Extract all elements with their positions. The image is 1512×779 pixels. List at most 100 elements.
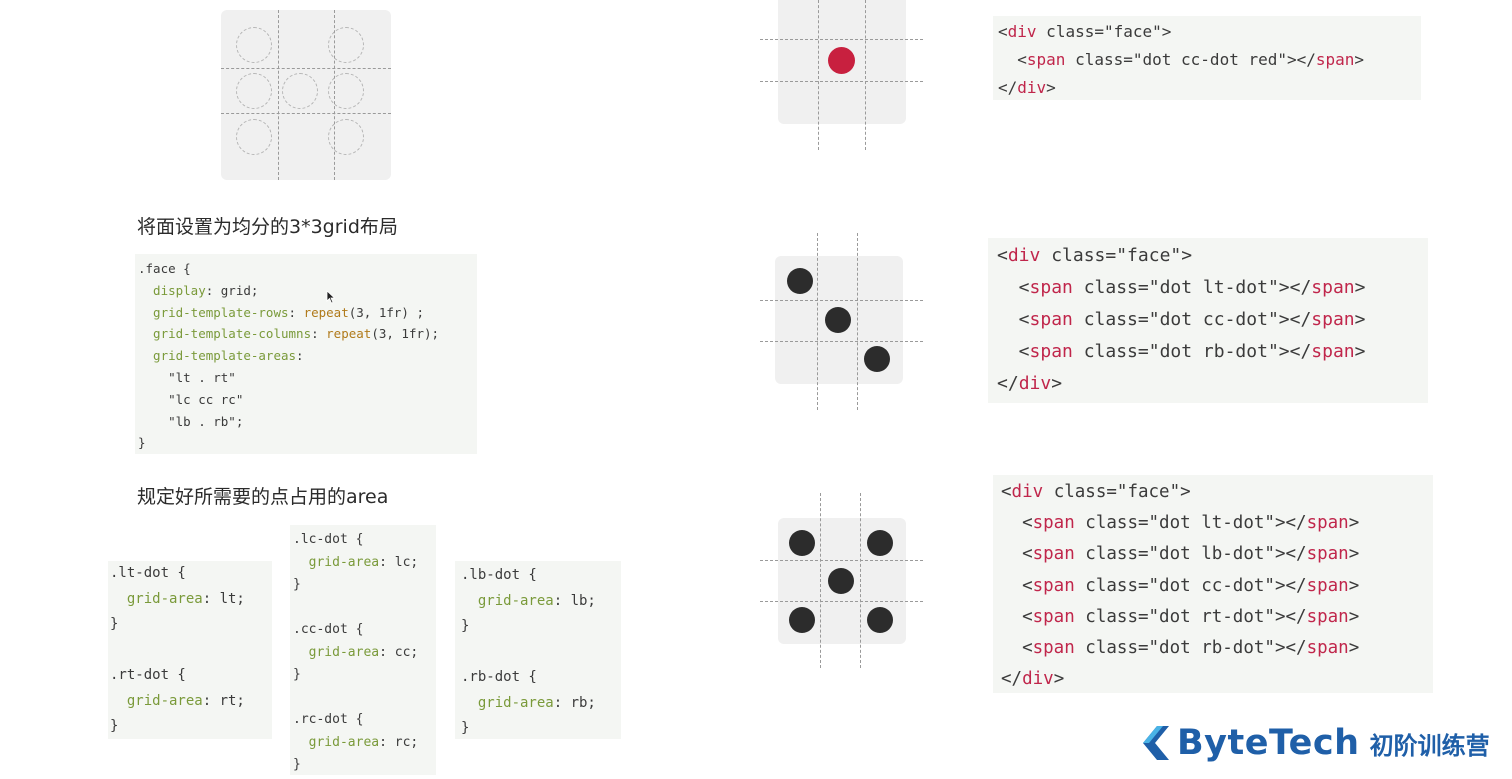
code-line: "lc cc rc" — [138, 389, 477, 411]
grid-guide — [760, 341, 923, 342]
ghost-dot-lc — [236, 73, 272, 109]
ghost-dot-rt — [328, 27, 364, 63]
code-token: span — [1311, 309, 1355, 330]
code-token: span — [1306, 513, 1349, 534]
ghost-dot-lb — [236, 119, 272, 155]
code-token: class="dot rb-dot"></ — [1074, 638, 1307, 659]
grid-guide — [221, 113, 391, 114]
grid-guide — [221, 68, 391, 69]
code-line: grid-area: rb; — [461, 691, 621, 717]
code-token: span — [1306, 638, 1349, 659]
code-token: (3, 1fr); — [371, 326, 440, 342]
code-line: } — [461, 716, 621, 742]
code-token: < — [1001, 575, 1033, 596]
code-token: > — [1051, 373, 1063, 394]
code-token: span — [1306, 544, 1349, 565]
code-token: : cc; — [379, 644, 419, 660]
code-token: span — [1315, 50, 1355, 69]
area-css-block-3: .lb-dot { grid-area: lb;} .rb-dot { grid… — [455, 561, 621, 739]
code-token: </ — [1001, 669, 1023, 690]
code-line: <span class="dot lb-dot"></span> — [1001, 539, 1433, 570]
grid-guide — [865, 0, 866, 150]
code-line: <span class="dot cc-dot"></span> — [1001, 571, 1433, 602]
code-line: .lt-dot { — [110, 561, 272, 587]
code-token: } — [138, 435, 146, 451]
code-line: .rt-dot { — [110, 663, 272, 689]
code-line: } — [293, 664, 436, 687]
code-token: display — [138, 282, 206, 298]
code-line: </div> — [1001, 664, 1433, 695]
code-token: .rt-dot { — [110, 667, 186, 683]
code-line: <span class="dot lt-dot"></span> — [997, 272, 1428, 304]
code-line: grid-area: lt; — [110, 587, 272, 613]
code-token: class="dot cc-dot"></ — [1072, 309, 1312, 330]
code-line: grid-template-rows: repeat(3, 1fr) ; — [138, 302, 477, 324]
dot-lb — [789, 607, 815, 633]
code-token: span — [1032, 544, 1075, 565]
code-token: "lc cc rc" — [138, 391, 244, 407]
grid-guide — [857, 233, 858, 410]
code-token: class="face"> — [1043, 482, 1191, 502]
code-token: span — [1311, 277, 1355, 298]
code-line: "lb . rb"; — [138, 411, 477, 433]
code-token: < — [997, 277, 1030, 298]
bytetech-logo: ByteTech 初阶训练营 — [1143, 721, 1490, 765]
code-token: </ — [998, 78, 1018, 97]
code-line: </div> — [998, 74, 1421, 102]
code-line — [461, 640, 621, 666]
code-token: .rc-dot { — [293, 712, 364, 727]
code-token: grid-template-areas — [138, 348, 297, 364]
code-token: .face { — [138, 261, 191, 276]
ghost-dot-cc — [282, 73, 318, 109]
bytetech-logo-icon — [1143, 726, 1169, 760]
code-token: < — [1001, 544, 1033, 565]
code-token: < — [1001, 638, 1033, 659]
code-token: span — [1032, 513, 1075, 534]
code-token: } — [110, 718, 119, 734]
code-token: span — [1029, 309, 1073, 330]
code-token: span — [1032, 606, 1075, 627]
logo-tagline: 初阶训练营 — [1369, 731, 1490, 760]
area-intro-heading: 规定好所需要的点占用的area — [137, 486, 389, 508]
grid-guide — [817, 233, 818, 410]
dot-rt — [867, 530, 893, 556]
code-token: } — [293, 667, 301, 682]
code-line: } — [293, 754, 436, 777]
code-line: } — [110, 612, 272, 638]
code-token: class="face"> — [1036, 22, 1172, 41]
code-line — [293, 597, 436, 620]
code-token: } — [461, 720, 470, 736]
code-token: div — [1011, 482, 1044, 502]
code-line: </div> — [997, 368, 1428, 400]
code-line — [110, 638, 272, 664]
code-token: < — [998, 22, 1008, 41]
code-token: > — [1354, 341, 1366, 362]
grid-guide — [278, 10, 279, 180]
red-center-dot — [828, 47, 855, 74]
html-block-2: <div class="face"> <span class="dot lt-d… — [988, 238, 1428, 403]
code-token: > — [1354, 277, 1366, 298]
code-token: span — [1311, 341, 1355, 362]
code-token: span — [1026, 50, 1066, 69]
code-token: : — [288, 304, 304, 320]
code-token: : lt; — [202, 590, 245, 607]
code-token: > — [1354, 50, 1365, 69]
code-token: .lt-dot { — [110, 565, 186, 581]
code-token: .lc-dot { — [293, 532, 364, 547]
code-line: .face { — [138, 258, 477, 280]
grid-intro-heading: 将面设置为均分的3*3grid布局 — [137, 216, 398, 238]
grid-guide — [820, 493, 821, 668]
code-token: grid-area — [110, 590, 203, 607]
code-line: grid-area: cc; — [293, 642, 436, 665]
code-token: class="face"> — [1040, 245, 1193, 266]
code-token: > — [1348, 606, 1360, 627]
code-line: } — [138, 432, 477, 454]
code-line: grid-template-columns: repeat(3, 1fr); — [138, 323, 477, 345]
code-token: < — [1001, 606, 1033, 627]
code-line: grid-area: lc; — [293, 552, 436, 575]
code-token: (3, 1fr) ; — [348, 304, 424, 320]
code-token: .cc-dot { — [293, 622, 364, 637]
html-block-1: <div class="face"> <span class="dot cc-d… — [993, 16, 1421, 100]
code-token: : lc; — [379, 554, 419, 570]
code-token: < — [1001, 482, 1012, 502]
